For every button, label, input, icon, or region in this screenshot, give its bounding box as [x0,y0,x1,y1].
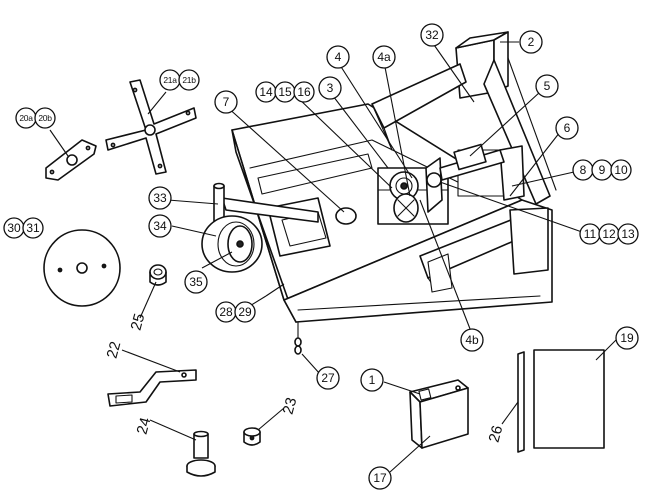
callout-12: 12 [598,223,620,245]
svg-text:7: 7 [223,95,230,109]
bent-bracket [107,369,197,407]
callout-3: 3 [318,76,342,100]
svg-text:20a: 20a [19,113,33,123]
callout-7: 7 [214,90,238,114]
svg-text:15: 15 [278,85,292,99]
svg-text:4: 4 [335,50,342,64]
callout-19: 19 [615,326,639,350]
callout-32: 32 [420,23,444,47]
callout-13: 13 [617,223,639,245]
callout-21a: 21a [159,69,181,91]
svg-text:31: 31 [26,221,40,235]
callout-33: 33 [148,186,172,210]
label-23: 23 [280,396,301,417]
blade-disc [43,229,121,307]
svg-text:34: 34 [153,219,167,233]
callout-20b: 20b [34,107,56,129]
callout-29: 29 [234,301,256,323]
cover-plate [533,349,605,449]
callout-6: 6 [555,116,579,140]
svg-text:1: 1 [369,373,376,387]
callout-1: 1 [360,368,384,392]
callout-15: 15 [274,81,296,103]
callout-30: 30 [3,217,25,239]
caster-wheel-assembly [201,182,319,273]
nut-part [149,264,167,286]
hitch-frame [371,31,557,275]
svg-text:21a: 21a [163,75,177,85]
gearbox-shield [409,379,469,449]
callout-27: 27 [316,366,340,390]
svg-text:32: 32 [425,28,439,42]
callout-8: 8 [572,159,594,181]
svg-text:17: 17 [373,471,387,485]
callout-5: 5 [535,74,559,98]
callout-31: 31 [22,217,44,239]
svg-text:9: 9 [599,163,606,177]
callout-20a: 20a [15,107,37,129]
svg-text:2: 2 [528,35,535,49]
callout-11: 11 [579,223,601,245]
svg-text:35: 35 [189,275,203,289]
bushing-part [243,427,261,446]
callout-10: 10 [610,159,632,181]
label-25: 25 [128,312,149,333]
svg-text:19: 19 [620,331,634,345]
svg-text:11: 11 [584,227,597,241]
callout-2: 2 [519,30,543,54]
svg-text:5: 5 [544,79,551,93]
svg-text:20b: 20b [38,113,52,123]
mounting-strip [517,351,525,453]
svg-text:27: 27 [321,371,335,385]
svg-text:12: 12 [602,227,616,241]
svg-text:4b: 4b [465,333,479,347]
svg-text:16: 16 [297,85,311,99]
svg-text:21b: 21b [182,75,196,85]
callout-14: 14 [255,81,277,103]
svg-text:3: 3 [327,81,334,95]
svg-text:6: 6 [564,121,571,135]
label-24: 24 [134,416,155,437]
callout-17: 17 [368,466,392,490]
callout-34: 34 [148,214,172,238]
svg-text:33: 33 [153,191,167,205]
svg-text:13: 13 [621,227,635,241]
label-26: 26 [486,424,507,445]
svg-text:28: 28 [219,305,233,319]
svg-text:8: 8 [580,163,587,177]
callout-4: 4 [326,45,350,69]
callout-21b: 21b [178,69,200,91]
deck-knob [335,207,357,225]
blade-cross [105,79,197,175]
callout-4b: 4b [460,328,484,352]
spindle-bolt [186,430,216,477]
label-22: 22 [104,340,125,361]
svg-text:4a: 4a [377,50,391,64]
gearbox-assembly [377,143,505,225]
callout-35: 35 [184,270,208,294]
svg-text:29: 29 [238,305,252,319]
hub-plate [45,139,97,181]
safety-chain [294,321,302,355]
callout-4a: 4a [372,45,396,69]
svg-text:14: 14 [259,85,273,99]
callout-16: 16 [293,81,315,103]
svg-text:10: 10 [614,163,628,177]
svg-text:30: 30 [7,221,21,235]
callout-9: 9 [591,159,613,181]
callout-28: 28 [215,301,237,323]
